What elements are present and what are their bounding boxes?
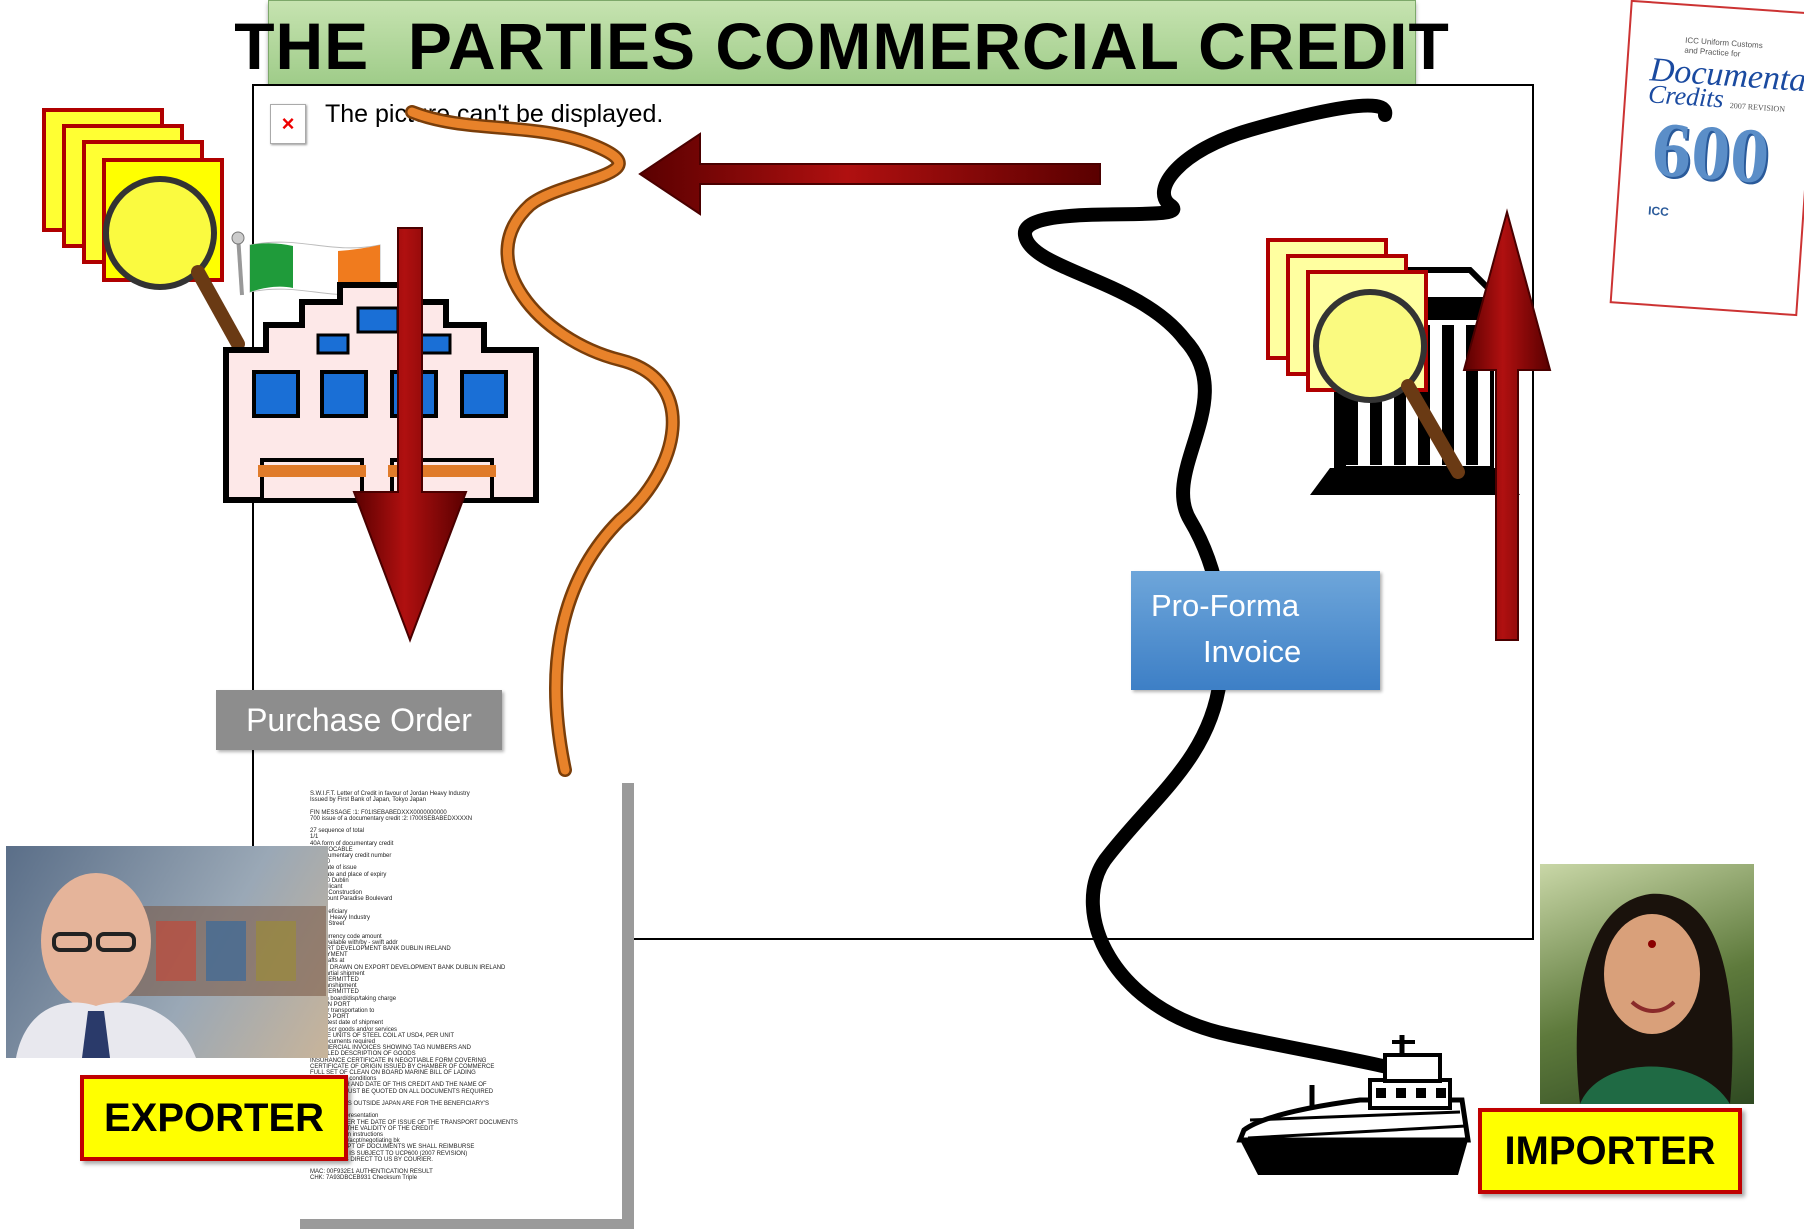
swift-document-line: THIS CREDIT IS SUBJECT TO UCP600 (2007 R… <box>310 1150 468 1157</box>
swift-document-line: 41D available with/by - swift addr <box>310 939 398 946</box>
down-arrow <box>352 227 468 643</box>
swift-document-line: 32B currency code amount <box>310 933 382 940</box>
swift-document-line: CERTIFICATE OF ORIGIN ISSUED BY CHAMBER … <box>310 1063 495 1070</box>
swift-document-line: FULL SET OF CLEAN ON BOARD MARINE BILL O… <box>310 1070 476 1076</box>
swift-document-line: TOKYO PORT <box>310 1014 350 1021</box>
importer-document-stack-icon <box>1266 238 1465 479</box>
pro-forma-line2: Invoice <box>1203 634 1302 669</box>
broken-image-icon: × <box>270 104 306 144</box>
swift-document-line: 123 Mount Paradise Boulevard <box>310 896 393 903</box>
swift-document-line: UPON RECEIPT OF DOCUMENTS WE SHALL REIMB… <box>310 1144 475 1151</box>
swift-document-line: NOT PERMITTED <box>310 977 359 983</box>
swift-document-line: 44C latest date of shipment <box>310 1020 384 1027</box>
swift-document-line: 43T transhipment <box>310 983 357 990</box>
ucp-number: 600 <box>1649 104 1773 200</box>
pro-forma-invoice-label: Pro-Forma Invoice <box>1131 571 1380 690</box>
swift-document-line: 1/1 <box>310 834 319 841</box>
swift-document-line: 44A on board/disp/taking charge <box>310 995 397 1002</box>
swift-document-line: 46A documents required <box>310 1039 376 1045</box>
swift-document-line: BY PAYMENT <box>310 952 348 959</box>
swift-document-line: 31D date and place of expiry <box>310 871 387 878</box>
swift-document-line: DUBLIN PORT <box>310 1001 351 1008</box>
importer-photo <box>1540 864 1754 1104</box>
diagram-title: THE PARTIES COMMERCIAL CREDIT <box>234 0 1449 92</box>
swift-document-line: Green Construction <box>310 890 363 897</box>
swift-document-line: ALL CHARGES OUTSIDE JAPAN ARE FOR THE BE… <box>310 1101 489 1107</box>
ucp600-book-cover: ICC Uniform Customs and Practice for Doc… <box>1609 0 1804 317</box>
ucp-publisher: ICC <box>1647 203 1670 219</box>
swift-document-line: 78 instr to pay/acpt/negotiating bk <box>310 1138 400 1145</box>
swift-document-line: COMMERCIAL INVOICES SHOWING TAG NUMBERS … <box>310 1045 471 1052</box>
exporter-label: EXPORTER <box>80 1075 348 1161</box>
swift-document-line: 070630 Dublin <box>310 877 349 884</box>
swift-document-line: IRREVOCABLE <box>310 846 353 853</box>
swift-document-line: 27 sequence of total <box>310 828 365 835</box>
swift-document-line: 700 issue of a documentary credit :2: I7… <box>310 815 473 822</box>
left-arrow <box>638 132 1101 216</box>
swift-document-line: 40A form of documentary credit <box>310 840 394 847</box>
ireland-flag-icon <box>231 231 381 296</box>
black-route-line <box>1018 98 1407 1077</box>
factory-building-icon <box>223 282 539 503</box>
swift-document-line: FIN MESSAGE :1: F01ISEBABEDXXX0000000000 <box>310 809 447 816</box>
swift-document-line: OUR BANK MUST BE QUOTED ON ALL DOCUMENTS… <box>310 1088 494 1095</box>
swift-document-line: CHK: 7A93DBCEB931 Checksum Triple <box>310 1175 418 1182</box>
swift-document-line: Issued by First Bank of Japan, Tokyo Jap… <box>310 797 426 804</box>
swift-document-line: CRANE UNITS OF STEEL COIL AT USD4, PER U… <box>310 1032 455 1039</box>
swift-document-line: SIGHT DRAWN ON EXPORT DEVELOPMENT BANK D… <box>310 964 506 971</box>
diagram-title-text: THE PARTIES COMMERCIAL CREDIT <box>234 9 1450 83</box>
swift-document-line: DETAILED DESCRIPTION OF GOODS <box>310 1051 416 1058</box>
swift-document-line: 31C date of issue <box>310 865 357 872</box>
swift-document-line: INSURANCE CERTIFICATE IN NEGOTIABLE FORM… <box>310 1057 487 1064</box>
swift-document-line: 43P partial shipment <box>310 970 365 977</box>
swift-document-line: 45A descr goods and/or services <box>310 1026 398 1033</box>
swift-document-line: 21 DAYS AFTER THE DATE OF ISSUE OF THE T… <box>310 1119 518 1126</box>
swift-document-line: 59 beneficiary <box>310 908 348 915</box>
swift-document-line: THE NUMBER AND DATE OF THIS CREDIT AND T… <box>310 1082 487 1089</box>
exporter-photo <box>6 846 328 1058</box>
exporter-document-stack-icon <box>42 108 245 351</box>
swift-document-line: Jordan Heavy Industry <box>310 915 371 921</box>
up-arrow <box>1462 208 1552 641</box>
swift-document-line: EXPORT DEVELOPMENT BANK DUBLIN IRELAND <box>310 946 451 952</box>
cargo-ship-icon <box>1236 1035 1471 1175</box>
swift-document-line: S.W.I.F.T. Letter of Credit in favour of… <box>310 791 470 797</box>
swift-letter-of-credit-document: S.W.I.F.T. Letter of Credit in favour of… <box>300 783 634 1229</box>
purchase-order-label: Purchase Order <box>216 690 502 750</box>
swift-document-line: 44B for transportation to <box>310 1008 375 1014</box>
swift-document-line: BUT WITHIN THE VALIDITY OF THE CREDIT <box>310 1125 434 1132</box>
swift-document-line: NOT PERMITTED <box>310 989 359 996</box>
pro-forma-line1: Pro-Forma <box>1151 588 1300 623</box>
swift-document-line: DOCUMENTS DIRECT TO US BY COURIER. <box>310 1156 433 1163</box>
importer-label: IMPORTER <box>1478 1108 1742 1194</box>
swift-document-line: MAC: 00F932E1 AUTHENTICATION RESULT <box>310 1169 433 1176</box>
swift-document-line: 20 documentary credit number <box>310 853 392 859</box>
